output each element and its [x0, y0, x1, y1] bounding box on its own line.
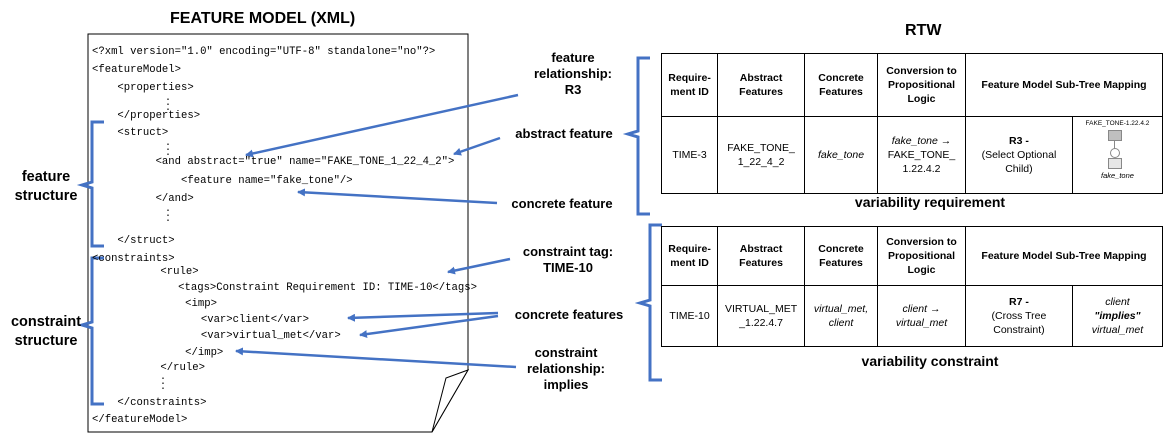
- cell-subtree: FAKE_TONE-1.22.4.2 fake_tone: [1071, 116, 1164, 194]
- constraint-tag-arrow: [447, 257, 511, 275]
- cell-relationship: R7 - (Cross Tree Constraint): [964, 285, 1073, 347]
- feature-structure-label: feature structure: [14, 169, 78, 204]
- xml-line: <feature name="fake_tone"/>: [92, 175, 353, 187]
- xml-line: <rule>: [135, 266, 199, 278]
- xml-line: <and abstract="true" name="FAKE_TONE_1_2…: [92, 156, 455, 168]
- header-concrete-features: Concrete Features: [803, 226, 879, 286]
- concrete-feature-arrow: [297, 188, 498, 205]
- cell-req-id: TIME-10: [660, 285, 719, 347]
- concrete-features-annotation: concrete features: [514, 307, 624, 322]
- abstract-node-box: [1107, 130, 1122, 141]
- constraint-tag-annotation: constraint tag: TIME-10: [522, 244, 614, 275]
- xml-line: <properties>: [92, 82, 194, 94]
- xml-line: </properties>: [92, 110, 201, 122]
- constraint-relationship-annotation: constraint relationship: implies: [526, 345, 605, 392]
- concrete-features-arrow-1: [347, 311, 499, 322]
- header-conversion: Conversion to Propositional Logic: [877, 53, 966, 117]
- feature-model-title: FEATURE MODEL (XML): [170, 10, 356, 27]
- cell-conversion: fake_tone → FAKE_TONE_ 1.22.4.2: [877, 116, 966, 194]
- variability-requirement-caption: variability requirement: [854, 194, 1006, 210]
- header-abstract-features: Abstract Features: [717, 53, 805, 117]
- xml-line: </imp>: [147, 347, 224, 359]
- requirement-bracket: [622, 56, 650, 216]
- xml-line: <imp>: [147, 298, 217, 310]
- xml-line: <featureModel>: [92, 64, 182, 76]
- cell-abstract: FAKE_TONE_ 1_22_4_2: [717, 116, 805, 194]
- feature-relationship-arrow: [245, 93, 519, 158]
- header-concrete-features: Concrete Features: [803, 53, 879, 117]
- subtree-edge: [1113, 140, 1115, 154]
- ellipsis-dots: ...: [165, 93, 172, 114]
- variability-constraint-caption: variability constraint: [861, 353, 999, 369]
- abstract-feature-arrow: [453, 136, 501, 156]
- header-requirement-id: Require-ment ID: [660, 226, 719, 286]
- ellipsis-dots: ...: [165, 204, 172, 225]
- feature-relationship-annotation: feature relationship: R3: [533, 50, 612, 97]
- subtree-child-label: fake_tone: [1100, 171, 1134, 180]
- cell-conversion: client → virtual_met: [877, 285, 966, 347]
- header-mapping: Feature Model Sub-Tree Mapping: [964, 226, 1164, 286]
- constraint-table: Require-ment ID Abstract Features Concre…: [660, 226, 1164, 347]
- cell-relationship: R3 - (Select Optional Child): [964, 116, 1073, 194]
- cell-abstract: VIRTUAL_MET _1.22.4.7: [717, 285, 805, 347]
- rtw-title: RTW: [905, 22, 942, 39]
- constraint-structure-bracket: [76, 256, 104, 406]
- feature-structure-bracket: [76, 120, 104, 248]
- constraint-bracket: [634, 223, 662, 382]
- concrete-node-box: [1107, 158, 1122, 169]
- constraint-relationship-arrow: [235, 347, 517, 369]
- xml-line: <constraints>: [92, 253, 175, 265]
- xml-line: <var>client</var>: [150, 314, 309, 326]
- abstract-feature-annotation: abstract feature: [515, 126, 613, 141]
- subtree-root-label: FAKE_TONE-1.22.4.2: [1085, 120, 1150, 127]
- header-conversion: Conversion to Propositional Logic: [877, 226, 966, 286]
- xml-line: </and>: [92, 193, 194, 205]
- xml-line: </rule>: [135, 362, 205, 374]
- xml-line: <struct>: [92, 127, 169, 139]
- constraint-structure-label: constraint structure: [10, 314, 82, 349]
- xml-line: </struct>: [92, 235, 175, 247]
- cell-concrete: fake_tone: [803, 116, 879, 194]
- cell-req-id: TIME-3: [660, 116, 719, 194]
- ellipsis-dots: ...: [160, 372, 167, 393]
- cell-concrete: virtual_met, client: [803, 285, 879, 347]
- header-requirement-id: Require-ment ID: [660, 53, 719, 117]
- header-abstract-features: Abstract Features: [717, 226, 805, 286]
- ellipsis-dots: ...: [165, 138, 172, 159]
- concrete-features-arrow-2: [359, 314, 499, 339]
- xml-line: <tags>Constraint Requirement ID: TIME-10…: [140, 282, 477, 294]
- concrete-feature-annotation: concrete feature: [511, 196, 613, 211]
- header-mapping: Feature Model Sub-Tree Mapping: [964, 53, 1164, 117]
- cell-constraint-expression: client "implies" virtual_met: [1071, 285, 1164, 347]
- page-fold: [431, 369, 470, 433]
- xml-line: <?xml version="1.0" encoding="UTF-8" sta…: [92, 46, 436, 58]
- subtree-thumbnail: FAKE_TONE-1.22.4.2 fake_tone: [1075, 120, 1160, 190]
- optional-circle: [1109, 148, 1120, 158]
- requirement-table: Require-ment ID Abstract Features Concre…: [660, 53, 1164, 194]
- xml-line: </constraints>: [92, 397, 207, 409]
- xml-line: </featureModel>: [92, 414, 188, 426]
- xml-line: <var>virtual_met</var>: [150, 330, 341, 342]
